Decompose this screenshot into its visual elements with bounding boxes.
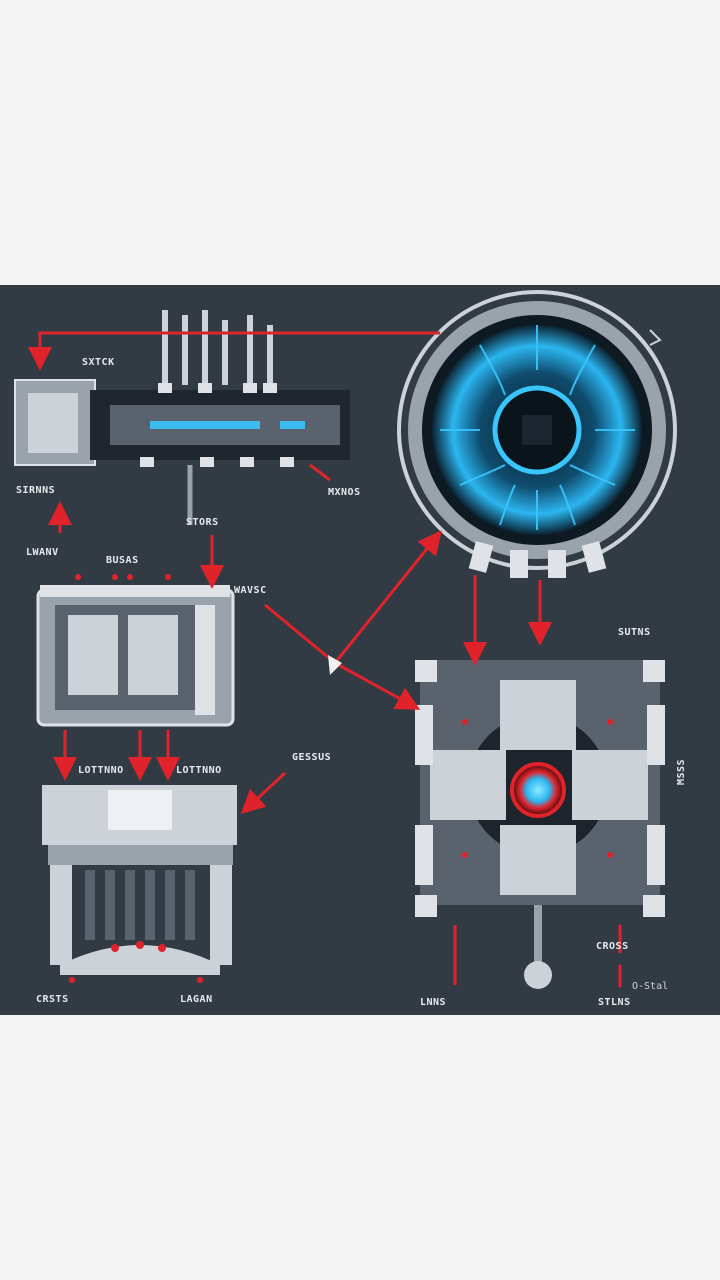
label-top-left-b: SIRNNS [16,485,56,496]
housing-block [36,585,235,727]
diagram-canvas [14,290,677,989]
label-side-vertical: MSSS [676,758,687,785]
label-bottom-right-b: CROSS [596,941,629,952]
label-bottom-left-b: LAGAN [180,994,213,1005]
label-center-b: MXNOS [328,487,361,498]
label-right-a: SUTNS [618,627,651,638]
diagram-panel: SXTCK SIRNNS LWANV BUSAS STORS MXNOS WAV… [0,285,720,1015]
corner-hook-icon [649,329,662,346]
label-left-low-a: LOTTNNO [78,765,124,776]
badge-text: O-Stal [632,981,669,992]
junction-arrow-icon [328,655,342,675]
label-top-left-a: SXTCK [82,357,115,368]
label-center-c: WAVSC [234,585,267,596]
press-block [42,785,237,975]
rail-module [14,310,350,525]
glowing-core [397,290,677,578]
label-bottom-right-a: LNNS [420,997,447,1008]
label-bottom-right-c: STLNS [598,997,631,1008]
connector-lines [28,331,622,987]
label-bottom-left-a: CRSTS [36,994,69,1005]
label-center-a: STORS [186,517,219,528]
label-left-mid-b: BUSAS [106,555,139,566]
connector-dots [69,574,613,983]
label-middle-right: GESSUS [292,752,332,763]
label-left-low-b: LOTTNNO [176,765,222,776]
label-left-mid-a: LWANV [26,547,59,558]
cross-engine [415,660,665,989]
